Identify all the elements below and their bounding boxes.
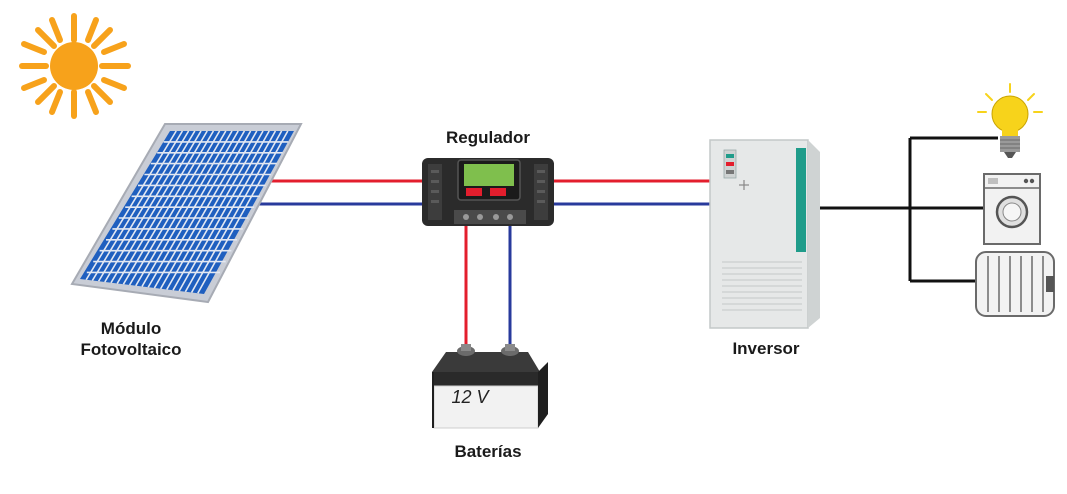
inverter-label: Inversor bbox=[732, 339, 800, 358]
panel-label: Módulo Fotovoltaico bbox=[66, 318, 196, 360]
light-bulb-icon bbox=[977, 83, 1043, 158]
inverter-icon bbox=[709, 139, 820, 329]
battery-label: Baterías bbox=[454, 442, 522, 461]
charge-regulator-icon bbox=[422, 158, 554, 226]
radiator-icon bbox=[975, 251, 1055, 317]
battery-icon: 12 V bbox=[432, 344, 548, 429]
solar-panel-icon bbox=[70, 123, 303, 304]
sun-icon bbox=[19, 13, 131, 119]
panel-label-line2: Fotovoltaico bbox=[80, 340, 182, 359]
regulator-label: Regulador bbox=[445, 128, 531, 147]
panel-label-line1: Módulo bbox=[100, 319, 162, 338]
ac-wires bbox=[820, 136, 998, 283]
battery-voltage-label: 12 V bbox=[451, 387, 490, 407]
washing-machine-icon bbox=[983, 173, 1041, 245]
dc-wires bbox=[258, 179, 712, 348]
